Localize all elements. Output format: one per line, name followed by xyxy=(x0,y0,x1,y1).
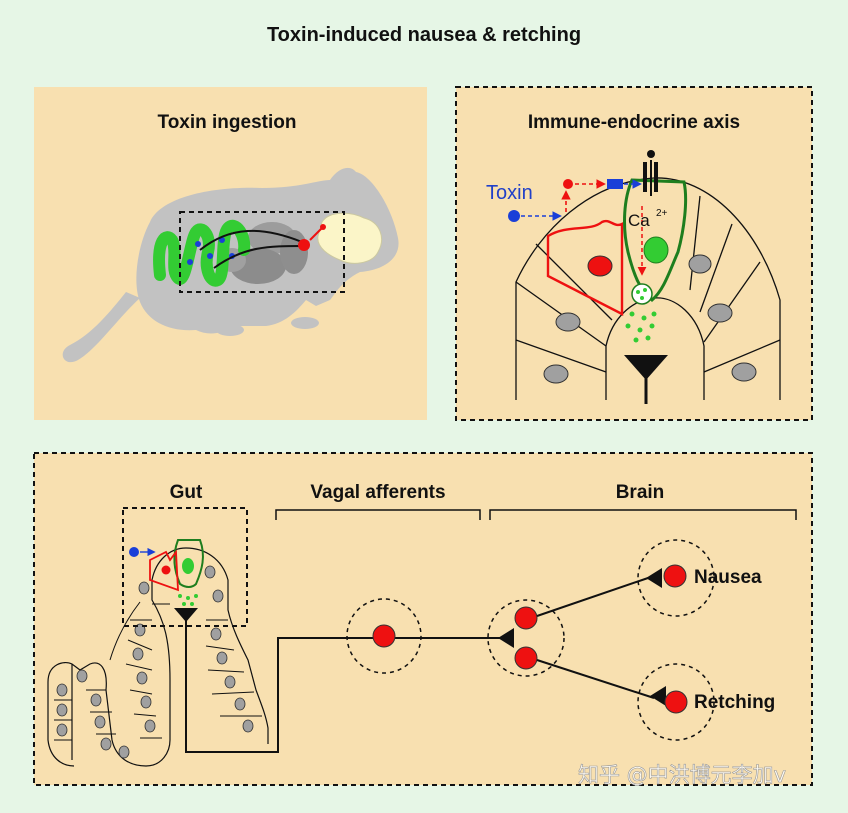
immune-cell-outline xyxy=(546,219,624,316)
brainstem-neuron-upper xyxy=(514,606,538,630)
retching-neuron xyxy=(664,690,688,714)
vesicle-granules xyxy=(636,288,647,300)
toxin-molecule xyxy=(508,210,520,222)
immune-signal-molecule xyxy=(563,179,573,189)
axis-panel-title: Immune-endocrine axis xyxy=(528,112,740,133)
brainstem-neuron-lower xyxy=(514,646,538,670)
brain-bracket xyxy=(489,509,797,520)
mini-enteroendocrine-cell xyxy=(173,539,204,588)
epithelial-cell-borders xyxy=(54,601,262,741)
secretory-vesicle xyxy=(631,283,653,305)
brainstem-synapse xyxy=(498,628,514,648)
retching-projection xyxy=(536,659,655,699)
brain-target-dot xyxy=(320,224,326,230)
mouse-brain xyxy=(317,212,382,264)
ingestion-panel-title: Toxin ingestion xyxy=(158,112,297,133)
vagal-ganglion-boundary xyxy=(346,598,422,674)
mini-enteroendocrine-nucleus xyxy=(182,558,194,574)
brainstem-neuron xyxy=(298,239,310,251)
vagal-bracket xyxy=(275,509,481,520)
calcium-label: Ca xyxy=(628,211,650,230)
page-title: Toxin-induced nausea & retching xyxy=(266,24,582,46)
mini-immune-nucleus xyxy=(161,565,171,575)
ion-channel-left xyxy=(643,162,647,192)
brain-projection xyxy=(309,227,323,241)
toxin-label: Toxin xyxy=(486,182,533,204)
nausea-label: Nausea xyxy=(694,567,762,588)
released-granules xyxy=(625,311,657,343)
gut-nerve-terminal xyxy=(174,608,198,622)
vagal-nerve-path xyxy=(185,620,500,753)
axis-panel-frame xyxy=(455,86,813,421)
nausea-synapse xyxy=(646,568,662,588)
mini-immune-cell xyxy=(149,549,179,592)
nausea-neuron xyxy=(663,564,687,588)
nausea-projection xyxy=(536,577,649,617)
pathway-panel: Gut Vagal afferents Brain xyxy=(33,452,813,786)
ion-channel-right xyxy=(654,162,658,192)
zoom-box xyxy=(179,211,345,293)
enteroendocrine-cell xyxy=(623,178,688,302)
toxin-ingestion-panel: Toxin ingestion xyxy=(34,87,427,420)
epithelial-nuclei xyxy=(543,254,757,384)
gut-label: Gut xyxy=(170,482,203,503)
watermark: 知乎 @中洪博元李加v xyxy=(578,763,786,787)
vagal-afferents-label: Vagal afferents xyxy=(310,482,445,503)
calcium-ion xyxy=(647,150,655,158)
mini-granules xyxy=(178,594,198,606)
immune-endocrine-panel: Immune-endocrine axis xyxy=(455,86,813,421)
receptor xyxy=(607,179,623,189)
intestinal-epithelium xyxy=(47,547,269,767)
brain-label: Brain xyxy=(616,482,665,503)
nerve-terminal xyxy=(624,355,668,380)
immune-cell-nucleus xyxy=(587,255,613,277)
gut-nuclei xyxy=(56,565,254,759)
calcium-charge: 2+ xyxy=(656,208,668,219)
retching-synapse xyxy=(650,686,666,706)
retching-center-boundary xyxy=(637,663,715,741)
nausea-center-boundary xyxy=(637,539,715,617)
enteroendocrine-nucleus xyxy=(643,236,669,264)
vagal-fibers xyxy=(199,229,303,269)
vagal-neuron xyxy=(372,624,396,648)
mini-toxin xyxy=(129,547,139,557)
gut-zoom-box xyxy=(122,507,248,627)
retching-label: Retching xyxy=(694,692,775,713)
gut-coil xyxy=(153,220,251,287)
brainstem-nucleus-boundary xyxy=(487,599,565,677)
